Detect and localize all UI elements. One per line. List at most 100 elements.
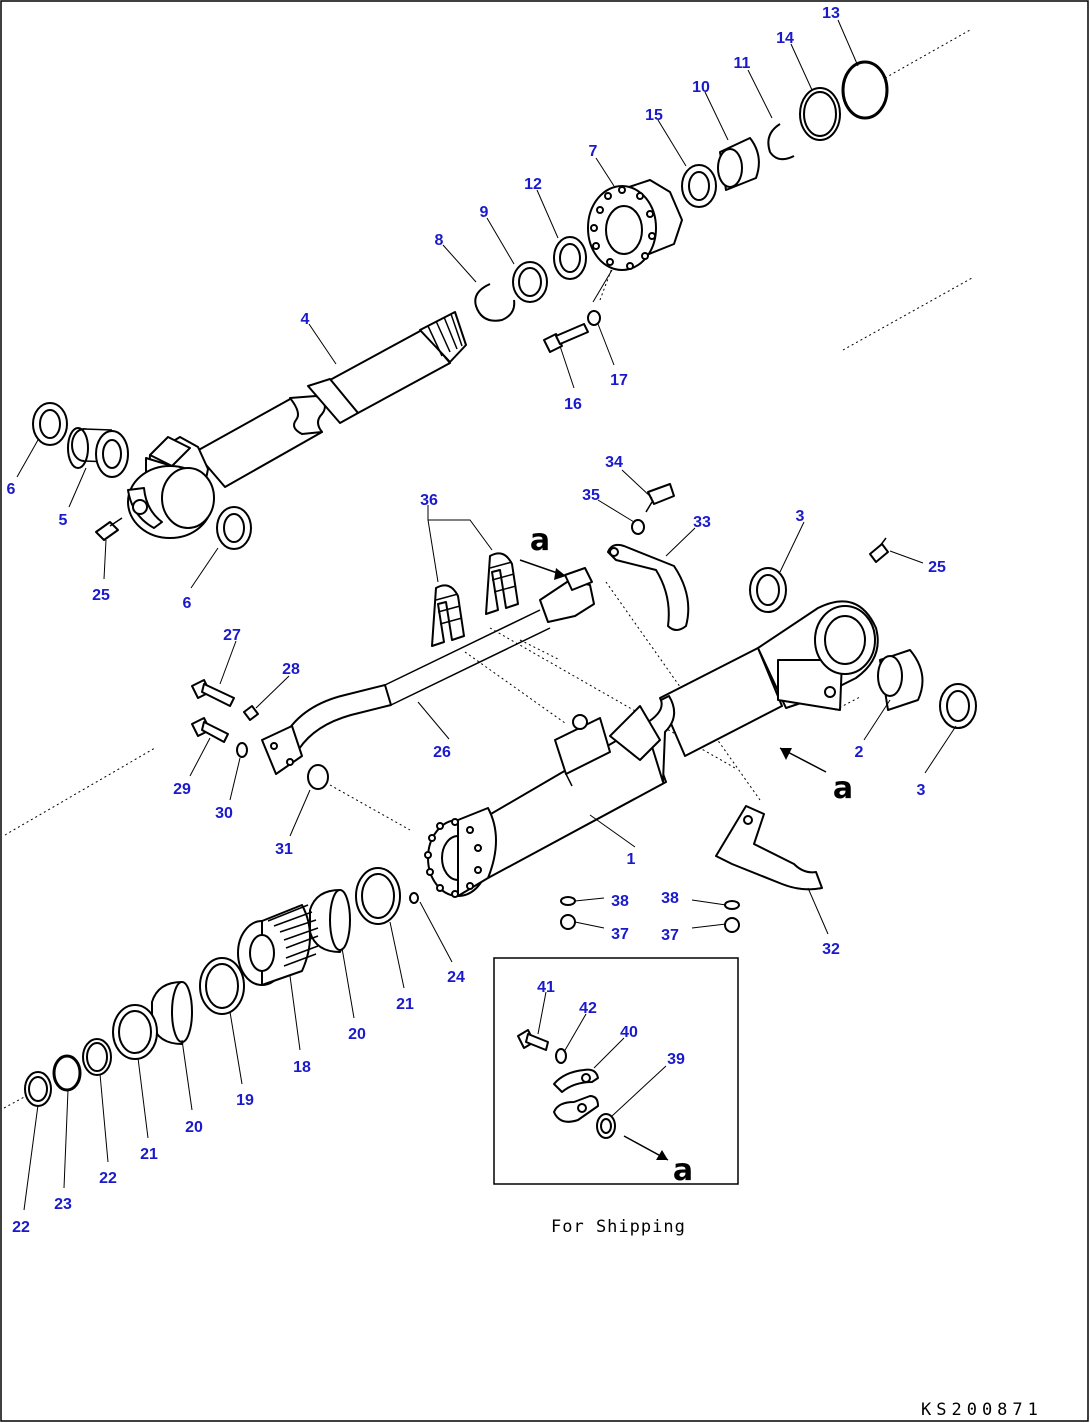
callout-38: 38: [661, 890, 679, 907]
callout-15: 15: [645, 107, 663, 124]
callout-12: 12: [524, 176, 542, 193]
callout-18: 18: [293, 1059, 311, 1076]
ring-21-lower: [112, 1004, 158, 1060]
dust-seal-upper-left: [32, 402, 68, 446]
callout-24: 24: [447, 969, 465, 986]
wear-ring-20-upper: [309, 889, 351, 953]
hose-26: [284, 567, 595, 750]
callout-37: 37: [611, 926, 629, 943]
leader-lines: [16, 19, 957, 1211]
view-arrows: [519, 559, 827, 1161]
o-ring-13: [841, 60, 889, 120]
drawing-code: KS200871: [921, 1400, 1043, 1420]
cylinder-head-7: [587, 179, 683, 271]
grease-fitting-left: [95, 517, 123, 541]
callout-41: 41: [537, 979, 555, 996]
callout-29: 29: [173, 781, 191, 798]
callout-35: 35: [582, 487, 600, 504]
nuts-washers-37-38: [560, 896, 740, 933]
callout-20: 20: [185, 1119, 203, 1136]
washer-17: [587, 310, 601, 326]
callout-40: 40: [620, 1024, 638, 1041]
ring-22-lower: [24, 1071, 52, 1107]
callout-4: 4: [301, 311, 310, 328]
bushing-10: [717, 137, 760, 191]
callout-30: 30: [215, 805, 233, 822]
callout-19: 19: [236, 1092, 254, 1109]
callout-37: 37: [661, 927, 679, 944]
callout-17: 17: [610, 372, 628, 389]
callout-6: 6: [7, 481, 16, 498]
callout-14: 14: [776, 30, 794, 47]
view-marker-a: a: [673, 1153, 693, 1188]
callout-26: 26: [433, 744, 451, 761]
ring-39: [596, 1113, 616, 1139]
flange-31: [261, 725, 329, 790]
cylinder-bracket: [554, 714, 611, 787]
washer-30: [236, 742, 248, 758]
callout-13: 13: [822, 5, 840, 22]
callout-39: 39: [667, 1051, 685, 1068]
piston-rod: [127, 311, 467, 539]
callout-7: 7: [589, 143, 598, 160]
callout-numbers: 1233456678910111213141516171819202021212…: [7, 5, 946, 1236]
callout-42: 42: [579, 1000, 597, 1017]
callout-25: 25: [928, 559, 946, 576]
callout-21: 21: [140, 1146, 158, 1163]
bolt-27: [191, 679, 235, 707]
snap-ring-8: [474, 283, 516, 322]
callout-22: 22: [12, 1219, 30, 1236]
callout-6: 6: [183, 595, 192, 612]
view-marker-a: a: [833, 771, 853, 806]
callout-16: 16: [564, 396, 582, 413]
snap-ring-11: [767, 123, 795, 161]
ring-14: [799, 87, 841, 141]
washer-35: [631, 519, 645, 535]
o-ring-23: [52, 1054, 82, 1092]
callout-23: 23: [54, 1196, 72, 1213]
callout-32: 32: [822, 941, 840, 958]
bolt-16: [543, 323, 589, 353]
callout-38: 38: [611, 893, 629, 910]
dust-seal-lower-right: [939, 683, 977, 729]
callout-36: 36: [420, 492, 438, 509]
washer-42: [555, 1048, 567, 1064]
callout-31: 31: [275, 841, 293, 858]
dust-seal-upper-right: [749, 567, 787, 613]
rod-end-bushing: [67, 427, 129, 478]
callout-10: 10: [692, 79, 710, 96]
ring-21-upper: [355, 867, 401, 925]
callout-22: 22: [99, 1170, 117, 1187]
half-clamps-40: [553, 1068, 599, 1123]
dust-seal-lower-left: [216, 506, 252, 550]
callout-8: 8: [435, 232, 444, 249]
callout-5: 5: [59, 512, 68, 529]
callout-34: 34: [605, 454, 623, 471]
callout-33: 33: [693, 514, 711, 531]
bolt-41: [517, 1029, 549, 1051]
callout-27: 27: [223, 627, 241, 644]
bolt-29: [191, 717, 229, 743]
washer-28: [243, 705, 259, 721]
screw-24: [409, 892, 419, 904]
ring-15: [681, 164, 717, 208]
piston-18: [237, 904, 319, 986]
ring-22-upper: [82, 1038, 112, 1076]
callout-21: 21: [396, 996, 414, 1013]
callout-9: 9: [480, 204, 489, 221]
clamp-33: [607, 543, 690, 631]
shipping-inset: [493, 957, 739, 1185]
callout-3: 3: [796, 508, 805, 525]
callout-20: 20: [348, 1026, 366, 1043]
callout-3: 3: [917, 782, 926, 799]
cylinder-bottom-bushing: [877, 649, 924, 711]
callout-11: 11: [734, 55, 751, 72]
callout-1: 1: [627, 851, 636, 868]
callout-25: 25: [92, 587, 110, 604]
ring-19: [199, 957, 245, 1015]
rod-thread: [419, 311, 467, 363]
cylinder-tube: [424, 600, 879, 898]
